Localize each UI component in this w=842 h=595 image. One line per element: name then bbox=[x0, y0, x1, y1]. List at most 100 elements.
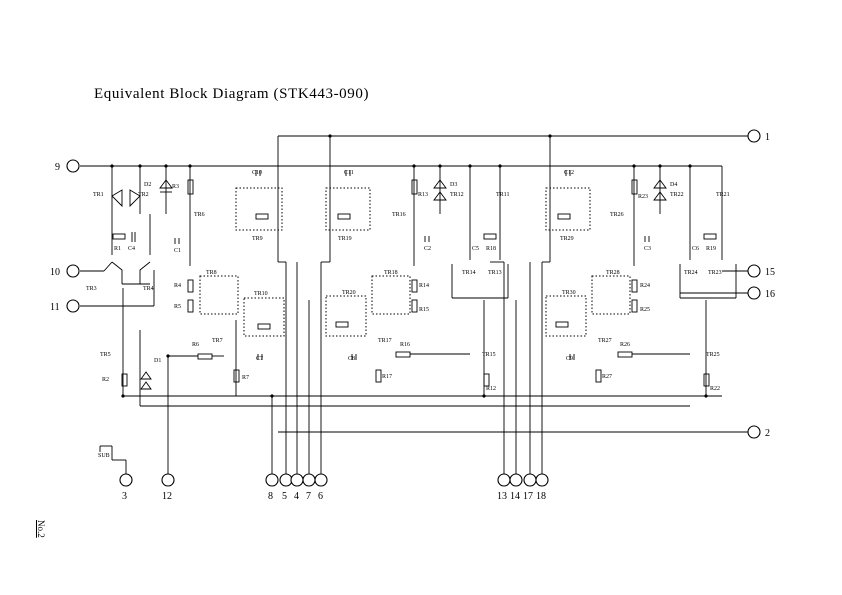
darlington-box-tr8 bbox=[199, 275, 239, 315]
label-tr12: TR12 bbox=[450, 192, 464, 198]
label-tr10: TR10 bbox=[254, 291, 268, 297]
label-d4: D4 bbox=[670, 182, 677, 188]
pin-4-label: 4 bbox=[294, 491, 299, 502]
label-r26: R26 bbox=[620, 342, 630, 348]
center-amplifier-stage bbox=[325, 166, 509, 396]
pin-1-label: 1 bbox=[765, 132, 770, 143]
label-c4: C4 bbox=[128, 246, 135, 252]
pin-17-label: 17 bbox=[523, 491, 533, 502]
label-tr27: TR27 bbox=[598, 338, 612, 344]
pin-5-terminal[interactable] bbox=[279, 473, 293, 487]
label-tr2: TR2 bbox=[138, 192, 149, 198]
pin-1-terminal[interactable] bbox=[747, 129, 761, 143]
label-c3: C3 bbox=[644, 246, 651, 252]
pin-10-label: 10 bbox=[50, 267, 60, 278]
pin-10-terminal[interactable] bbox=[66, 264, 80, 278]
label-tr22: TR22 bbox=[670, 192, 684, 198]
pin-12-label: 12 bbox=[162, 491, 172, 502]
sub-label: SUB bbox=[98, 453, 110, 459]
pin-12-terminal[interactable] bbox=[161, 473, 175, 487]
pin-9-terminal[interactable] bbox=[66, 159, 80, 173]
label-r6: R6 bbox=[192, 342, 199, 348]
label-r18: R18 bbox=[486, 246, 496, 252]
component-labels: TR1 D2 TR2 R3 TR6 C1 R1 C4 TR3 TR4 TR8 R… bbox=[86, 170, 730, 392]
label-r5: R5 bbox=[174, 304, 181, 310]
label-c8: C8 bbox=[348, 356, 355, 362]
darlington-box-tr10 bbox=[243, 297, 285, 337]
darlington-box-tr19 bbox=[325, 187, 371, 231]
label-tr1: TR1 bbox=[93, 192, 104, 198]
label-r17: R17 bbox=[382, 374, 392, 380]
label-c12: C12 bbox=[564, 170, 574, 176]
label-tr16: TR16 bbox=[392, 212, 406, 218]
pin-18-label: 18 bbox=[536, 491, 546, 502]
darlington-box-tr30 bbox=[545, 295, 587, 337]
pin-4-terminal[interactable] bbox=[290, 473, 304, 487]
label-r4: R4 bbox=[174, 283, 181, 289]
label-r25: R25 bbox=[640, 307, 650, 313]
label-c2: C2 bbox=[424, 246, 431, 252]
darlington-box-tr20 bbox=[325, 295, 367, 337]
label-r12: R12 bbox=[486, 386, 496, 392]
pin-18-terminal[interactable] bbox=[535, 473, 549, 487]
label-tr13: TR13 bbox=[488, 270, 502, 276]
darlington-box-tr18 bbox=[371, 275, 411, 315]
pin-13-label: 13 bbox=[497, 491, 507, 502]
junction-dots bbox=[110, 134, 708, 398]
label-tr25: TR25 bbox=[706, 352, 720, 358]
label-tr5: TR5 bbox=[100, 352, 111, 358]
label-r23: R23 bbox=[638, 194, 648, 200]
pin-6-terminal[interactable] bbox=[314, 473, 328, 487]
pin-11-terminal[interactable] bbox=[66, 299, 80, 313]
pin-labels: 9 10 11 1 15 16 2 3 12 8 5 4 7 6 13 14 1… bbox=[50, 132, 775, 502]
pin-terminals bbox=[66, 129, 761, 487]
pin-14-terminal[interactable] bbox=[509, 473, 523, 487]
pin-17-terminal[interactable] bbox=[523, 473, 537, 487]
label-tr29: TR29 bbox=[560, 236, 574, 242]
pin-3-label: 3 bbox=[122, 491, 127, 502]
label-tr23: TR23 bbox=[708, 270, 722, 276]
label-tr19: TR19 bbox=[338, 236, 352, 242]
label-c11: C11 bbox=[344, 170, 354, 176]
label-tr4: TR4 bbox=[143, 286, 154, 292]
label-tr14: TR14 bbox=[462, 270, 476, 276]
output-bus-wires bbox=[271, 261, 550, 474]
label-r3: R3 bbox=[172, 184, 179, 190]
pin-2-terminal[interactable] bbox=[747, 425, 761, 439]
label-r22: R22 bbox=[710, 386, 720, 392]
pin-3-terminal[interactable] bbox=[119, 473, 133, 487]
pin-6-label: 6 bbox=[318, 491, 323, 502]
label-r13: R13 bbox=[418, 192, 428, 198]
label-c10: C10 bbox=[252, 170, 262, 176]
pin-8-terminal[interactable] bbox=[265, 473, 279, 487]
rail-wires bbox=[80, 135, 748, 474]
pin-16-label: 16 bbox=[765, 289, 775, 300]
label-c1: C1 bbox=[174, 248, 181, 254]
label-tr20: TR20 bbox=[342, 290, 356, 296]
darlington-box-tr29 bbox=[545, 187, 591, 231]
label-tr18: TR18 bbox=[384, 270, 398, 276]
label-c6: C6 bbox=[692, 246, 699, 252]
label-c7: C7 bbox=[256, 356, 263, 362]
pin-16-terminal[interactable] bbox=[747, 286, 761, 300]
label-tr28: TR28 bbox=[606, 270, 620, 276]
pin-15-terminal[interactable] bbox=[747, 264, 761, 278]
label-r19: R19 bbox=[706, 246, 716, 252]
label-tr7: TR7 bbox=[212, 338, 223, 344]
label-tr11: TR11 bbox=[496, 192, 509, 198]
label-r2: R2 bbox=[102, 377, 109, 383]
darlington-box-tr9 bbox=[235, 187, 283, 231]
label-tr9: TR9 bbox=[252, 236, 263, 242]
label-r7: R7 bbox=[242, 375, 249, 381]
label-tr17: TR17 bbox=[378, 338, 392, 344]
pin-13-terminal[interactable] bbox=[497, 473, 511, 487]
label-tr8: TR8 bbox=[206, 270, 217, 276]
pin-5-label: 5 bbox=[282, 491, 287, 502]
label-c5: C5 bbox=[472, 246, 479, 252]
label-tr30: TR30 bbox=[562, 290, 576, 296]
label-r16: R16 bbox=[400, 342, 410, 348]
label-tr24: TR24 bbox=[684, 270, 698, 276]
pin-7-terminal[interactable] bbox=[302, 473, 316, 487]
pin-11-label: 11 bbox=[50, 302, 60, 313]
